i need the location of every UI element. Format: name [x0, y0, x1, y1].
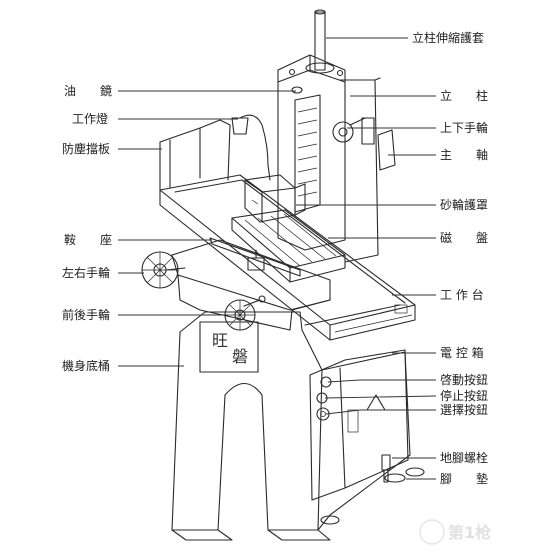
label-worktable: 工 作 台 [440, 287, 484, 302]
label-anchor-bolt: 地腳螺栓 [440, 450, 488, 465]
label-stop-button: 停止按鈕 [440, 388, 488, 403]
label-magnetic-chuck: 磁 盤 [440, 230, 488, 245]
badge-char-1: 旺 [212, 331, 228, 350]
watermark-logo-icon [419, 519, 445, 545]
label-wheel-guard: 砂輪護罩 [440, 197, 488, 212]
watermark-text: 第1枪 [448, 523, 491, 542]
watermark: 第1枪 [419, 519, 491, 545]
machine-badge: 旺 磐 [212, 331, 248, 366]
label-oil-gauge: 油 鏡 [64, 83, 112, 98]
machine-body [141, 9, 425, 541]
leader-lines [118, 37, 437, 480]
labels-left: 油 鏡 工作燈 防塵擋板 鞍 座 左右手輪 前後手輪 機身底桶 [62, 83, 112, 373]
label-select-button: 選擇按鈕 [440, 402, 488, 417]
label-updown-handwheel: 上下手輪 [440, 120, 488, 135]
label-electric-box: 電 控 箱 [440, 345, 484, 360]
label-leftright-handwheel: 左右手輪 [62, 265, 110, 280]
label-column: 立 柱 [440, 88, 488, 103]
label-work-lamp: 工作燈 [72, 111, 108, 126]
badge-char-2: 磐 [232, 347, 248, 366]
labels-right: 立柱伸縮護套 立 柱 上下手輪 主 軸 砂輪護罩 磁 盤 工 作 台 電 控 箱… [412, 30, 488, 486]
label-start-button: 啓動按鈕 [440, 372, 488, 387]
label-spindle: 主 軸 [440, 148, 488, 162]
label-frontback-handwheel: 前後手輪 [62, 307, 110, 322]
label-splash-guard: 防塵擋板 [62, 141, 110, 156]
label-saddle: 鞍 座 [64, 232, 112, 247]
label-foot-pad: 腳 墊 [440, 472, 488, 486]
label-base: 機身底桶 [62, 358, 110, 373]
label-column-bellows-cover: 立柱伸縮護套 [412, 30, 484, 45]
